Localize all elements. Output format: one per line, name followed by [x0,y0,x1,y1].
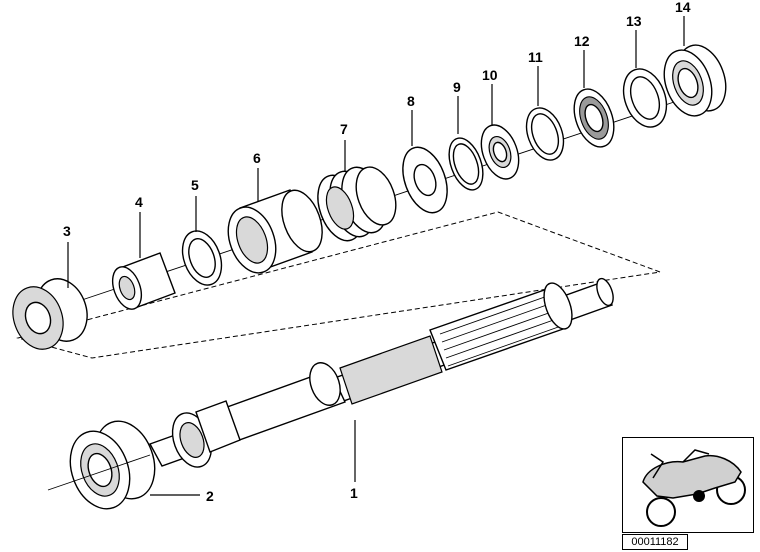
motorcycle-icon [642,449,746,527]
splined-disc [402,146,448,214]
locator-marker-icon [693,490,705,502]
bushing [111,252,176,310]
callout-14: 14 [675,0,691,15]
main-shaft [148,277,614,468]
callout-12: 12 [574,33,590,49]
rear-bearing [663,44,727,117]
callout-10: 10 [482,67,498,83]
spacer-ring [622,68,668,128]
circlip [448,137,484,191]
vehicle-locator-thumbnail [622,437,754,533]
assembly-plane-outline [16,211,661,359]
callout-13: 13 [626,13,642,29]
callout-8: 8 [407,93,415,109]
callout-2: 2 [206,488,214,504]
sleeve [227,189,323,274]
splined-ring [573,88,615,148]
diagram-reference-code: 00011182 [622,534,688,550]
toothed-washer [480,124,520,180]
callout-11: 11 [528,49,543,65]
leader-lines [67,16,685,496]
spring-assembly [317,166,397,242]
pinion-gear [12,278,88,350]
callout-6: 6 [253,150,261,166]
callout-4: 4 [135,194,143,210]
callout-3: 3 [63,223,71,239]
shaft-splines [439,292,565,367]
callout-1: 1 [350,485,358,501]
callout-7: 7 [340,121,348,137]
front-axis-line [47,454,151,491]
callout-5: 5 [191,177,199,193]
snap-ring [525,107,565,161]
callout-9: 9 [453,79,461,95]
thrust-washer [181,230,223,286]
front-bearing [69,420,156,510]
